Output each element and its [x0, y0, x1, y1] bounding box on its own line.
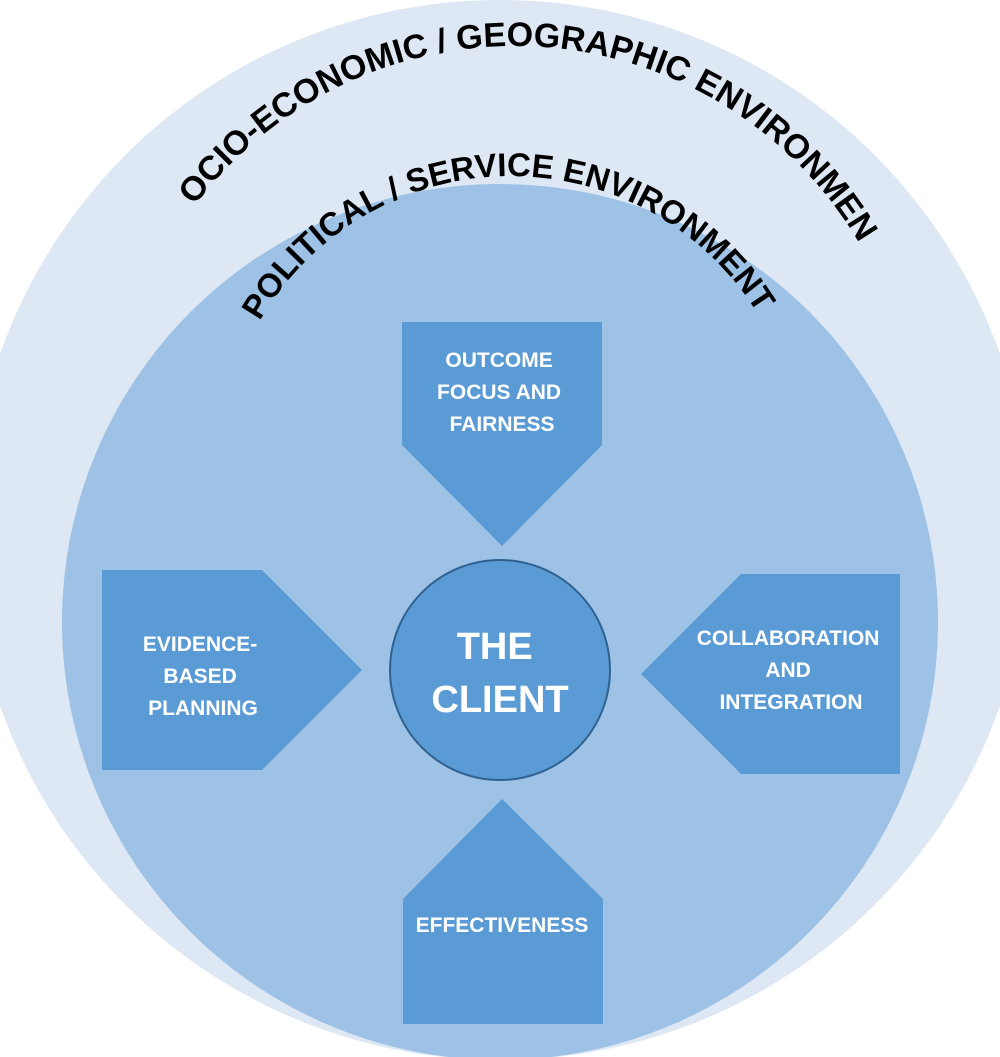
arrow-top-line-1: OUTCOME — [445, 349, 552, 372]
arrow-top: OUTCOME FOCUS AND FAIRNESS — [402, 322, 602, 546]
center-label: THE CLIENT — [431, 626, 568, 721]
arrow-left-label: EVIDENCE- BASED PLANNING — [143, 633, 263, 720]
arrow-top-line-2: FOCUS AND — [437, 381, 561, 404]
center-line-2: CLIENT — [431, 679, 568, 721]
arrow-right-shape — [641, 574, 900, 774]
center-circle — [389, 559, 611, 781]
arrow-left: EVIDENCE- BASED PLANNING — [102, 570, 362, 770]
arrow-right-line-1: COLLABORATION — [697, 627, 880, 650]
arrow-left-shape — [102, 570, 362, 770]
arrow-bottom-shape — [403, 799, 603, 1024]
arrow-bottom: EFFECTIVENESS — [403, 799, 603, 1024]
arrow-right-line-3: INTEGRATION — [719, 691, 862, 714]
arrow-top-line-3: FAIRNESS — [449, 413, 554, 436]
arrow-left-line-3: PLANNING — [148, 697, 258, 720]
arrow-bottom-label: EFFECTIVENESS — [416, 914, 589, 937]
center-line-1: THE — [457, 626, 533, 668]
arrow-left-line-2: BASED — [163, 665, 237, 688]
arrow-left-line-1: EVIDENCE- — [143, 633, 257, 656]
arrow-right: COLLABORATION AND INTEGRATION — [641, 574, 900, 774]
arrow-right-label: COLLABORATION AND INTEGRATION — [697, 627, 886, 714]
arrow-bottom-line-1: EFFECTIVENESS — [416, 914, 589, 937]
arrow-top-label: OUTCOME FOCUS AND FAIRNESS — [437, 349, 567, 436]
center-client: THE CLIENT — [389, 559, 611, 781]
arrow-top-shape — [402, 322, 602, 546]
arrow-right-line-2: AND — [765, 659, 811, 682]
